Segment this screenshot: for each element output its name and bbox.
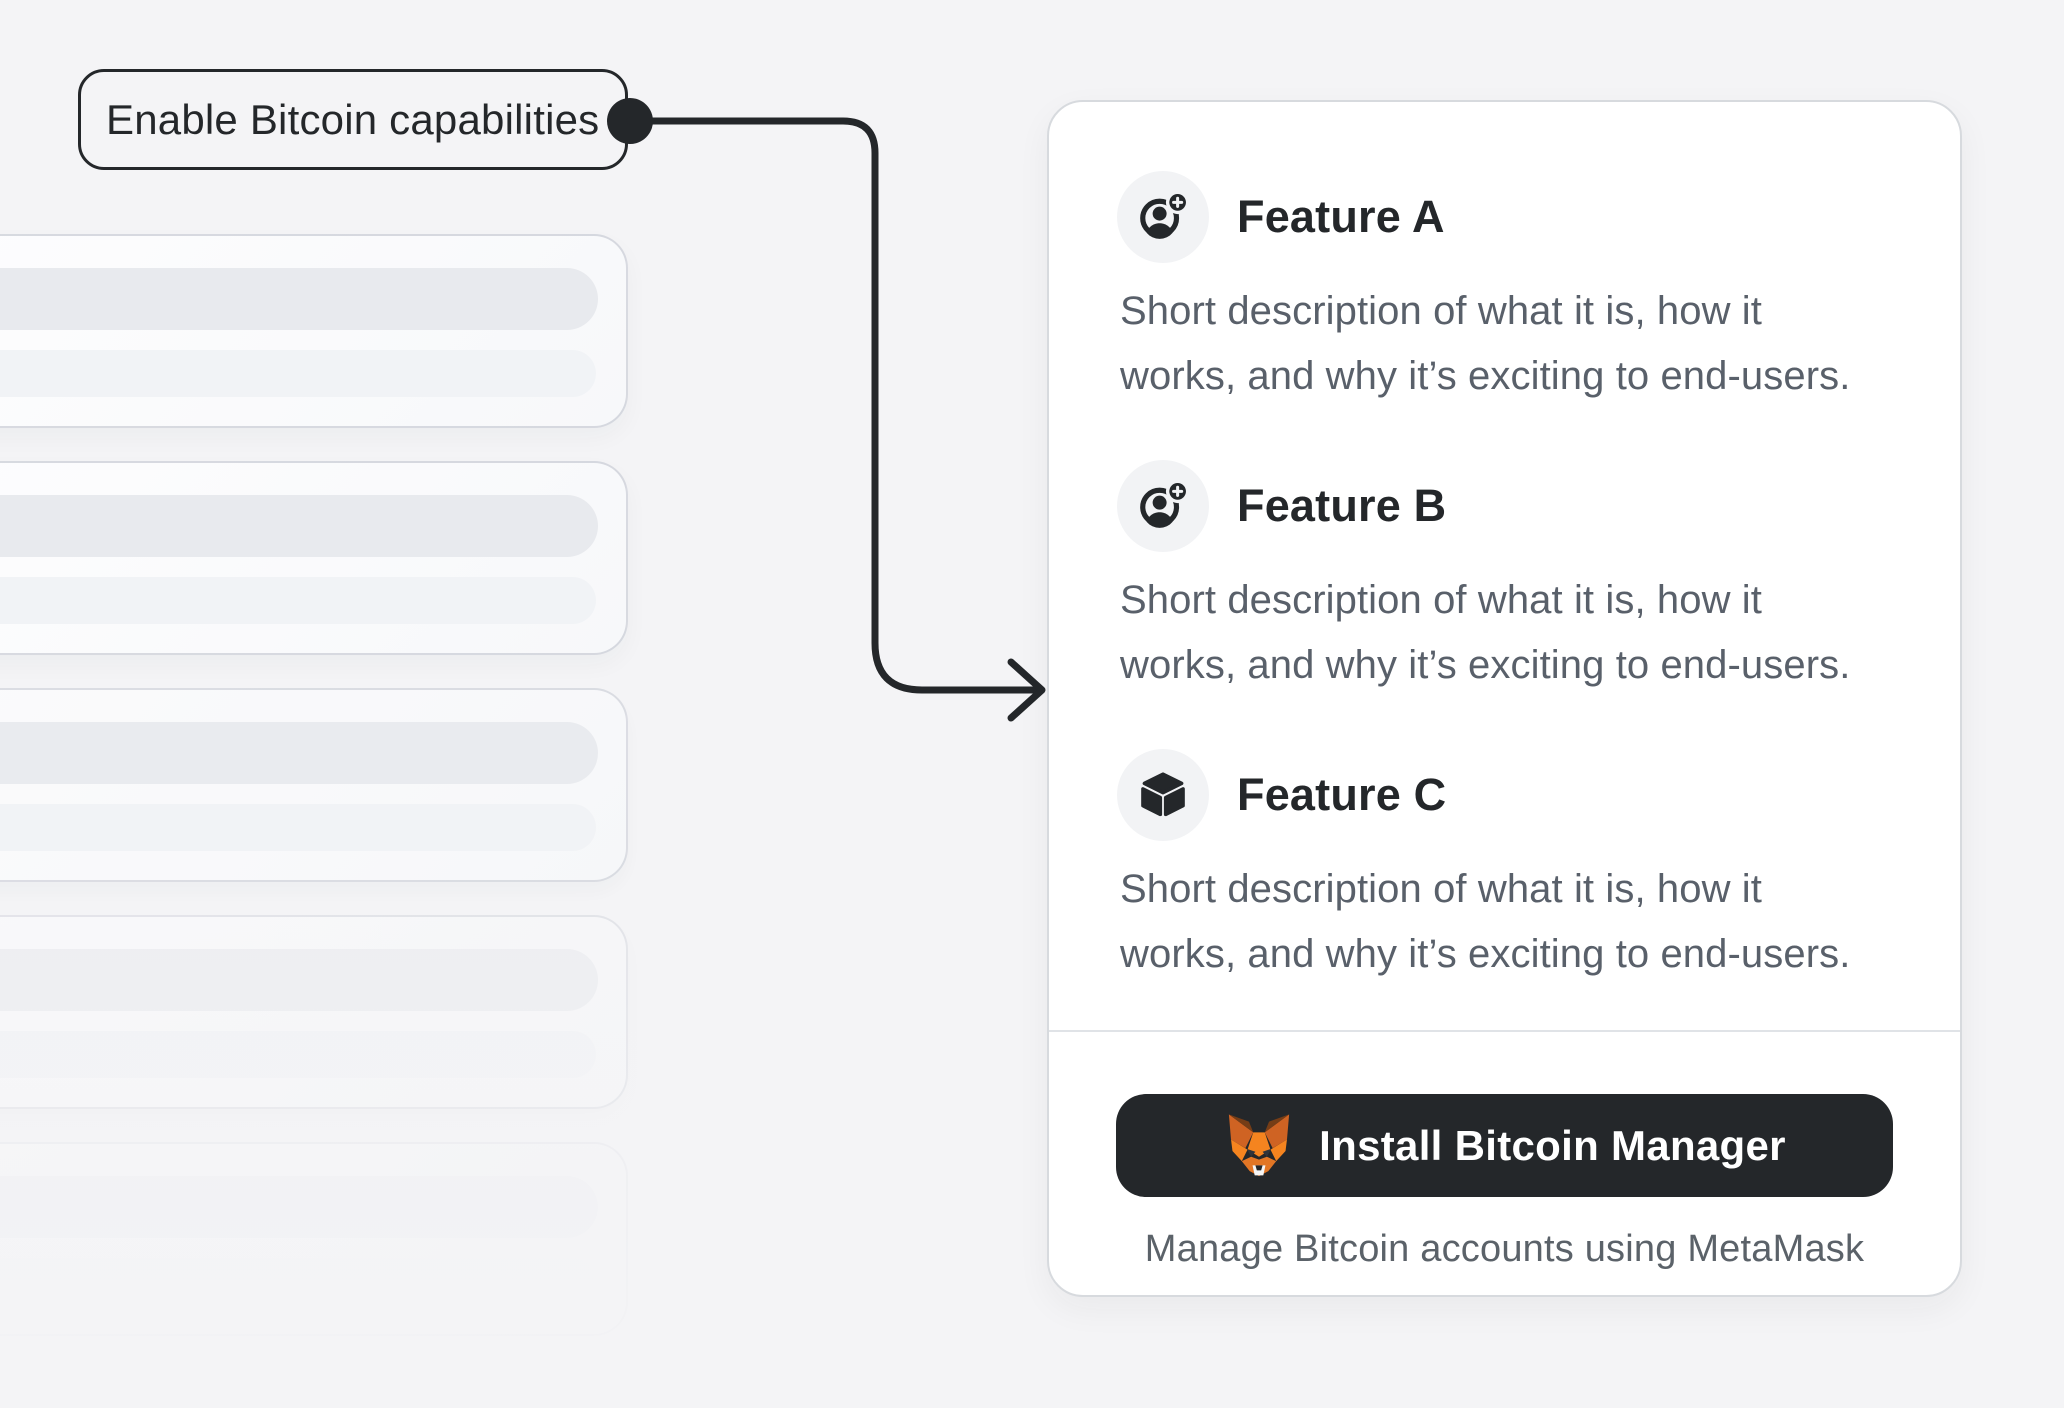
skeleton-row bbox=[0, 577, 596, 624]
feature-title: Feature C bbox=[1237, 769, 1447, 820]
skeleton-row bbox=[0, 804, 596, 851]
skeleton-card bbox=[0, 234, 628, 428]
feature-block-c: Feature C Short description of what it i… bbox=[1117, 749, 1902, 986]
install-bitcoin-manager-button[interactable]: Install Bitcoin Manager bbox=[1116, 1094, 1893, 1197]
features-card: Feature A Short description of what it i… bbox=[1047, 100, 1962, 1297]
feature-a-header: Feature A bbox=[1117, 171, 1902, 263]
skeleton-card bbox=[0, 461, 628, 655]
features-section: Feature A Short description of what it i… bbox=[1049, 102, 1960, 1038]
feature-a-icon-chip bbox=[1117, 171, 1209, 263]
skeleton-row bbox=[0, 949, 598, 1011]
arrowhead-icon bbox=[1007, 658, 1046, 722]
metamask-fox-icon bbox=[1229, 1113, 1290, 1176]
feature-description: Short description of what it is, how it … bbox=[1120, 867, 1851, 976]
annotation-label-text: Enable Bitcoin capabilities bbox=[106, 95, 600, 143]
skeleton-row bbox=[0, 268, 598, 330]
feature-b-icon-chip bbox=[1117, 460, 1209, 552]
feature-block-b: Feature B Short description of what it i… bbox=[1117, 460, 1902, 697]
skeleton-card bbox=[0, 688, 628, 882]
cube-icon bbox=[1141, 772, 1185, 817]
skeleton-row bbox=[0, 350, 596, 397]
user-add-icon bbox=[1140, 190, 1190, 239]
feature-title: Feature B bbox=[1237, 480, 1447, 531]
feature-description: Short description of what it is, how it … bbox=[1120, 289, 1851, 398]
card-footer: Install Bitcoin Manager Manage Bitcoin a… bbox=[1049, 1030, 1960, 1299]
skeleton-card bbox=[0, 915, 628, 1109]
feature-block-a: Feature A Short description of what it i… bbox=[1117, 171, 1902, 408]
footer-caption: Manage Bitcoin accounts using MetaMask bbox=[1144, 1228, 1865, 1270]
skeleton-row bbox=[0, 495, 598, 557]
feature-c-header: Feature C bbox=[1117, 749, 1902, 841]
feature-description: Short description of what it is, how it … bbox=[1120, 578, 1851, 687]
skeleton-list bbox=[0, 0, 700, 1408]
skeleton-row bbox=[0, 1031, 596, 1078]
feature-b-header: Feature B bbox=[1117, 460, 1902, 552]
skeleton-row bbox=[0, 1258, 596, 1305]
install-button-label: Install Bitcoin Manager bbox=[1319, 1121, 1786, 1169]
feature-title: Feature A bbox=[1237, 191, 1445, 242]
skeleton-row bbox=[0, 722, 598, 784]
skeleton-row bbox=[0, 1176, 598, 1238]
user-add-icon bbox=[1140, 479, 1190, 528]
skeleton-card bbox=[0, 1142, 628, 1336]
feature-c-icon-chip bbox=[1117, 749, 1209, 841]
annotation-label: Enable Bitcoin capabilities bbox=[78, 69, 628, 170]
